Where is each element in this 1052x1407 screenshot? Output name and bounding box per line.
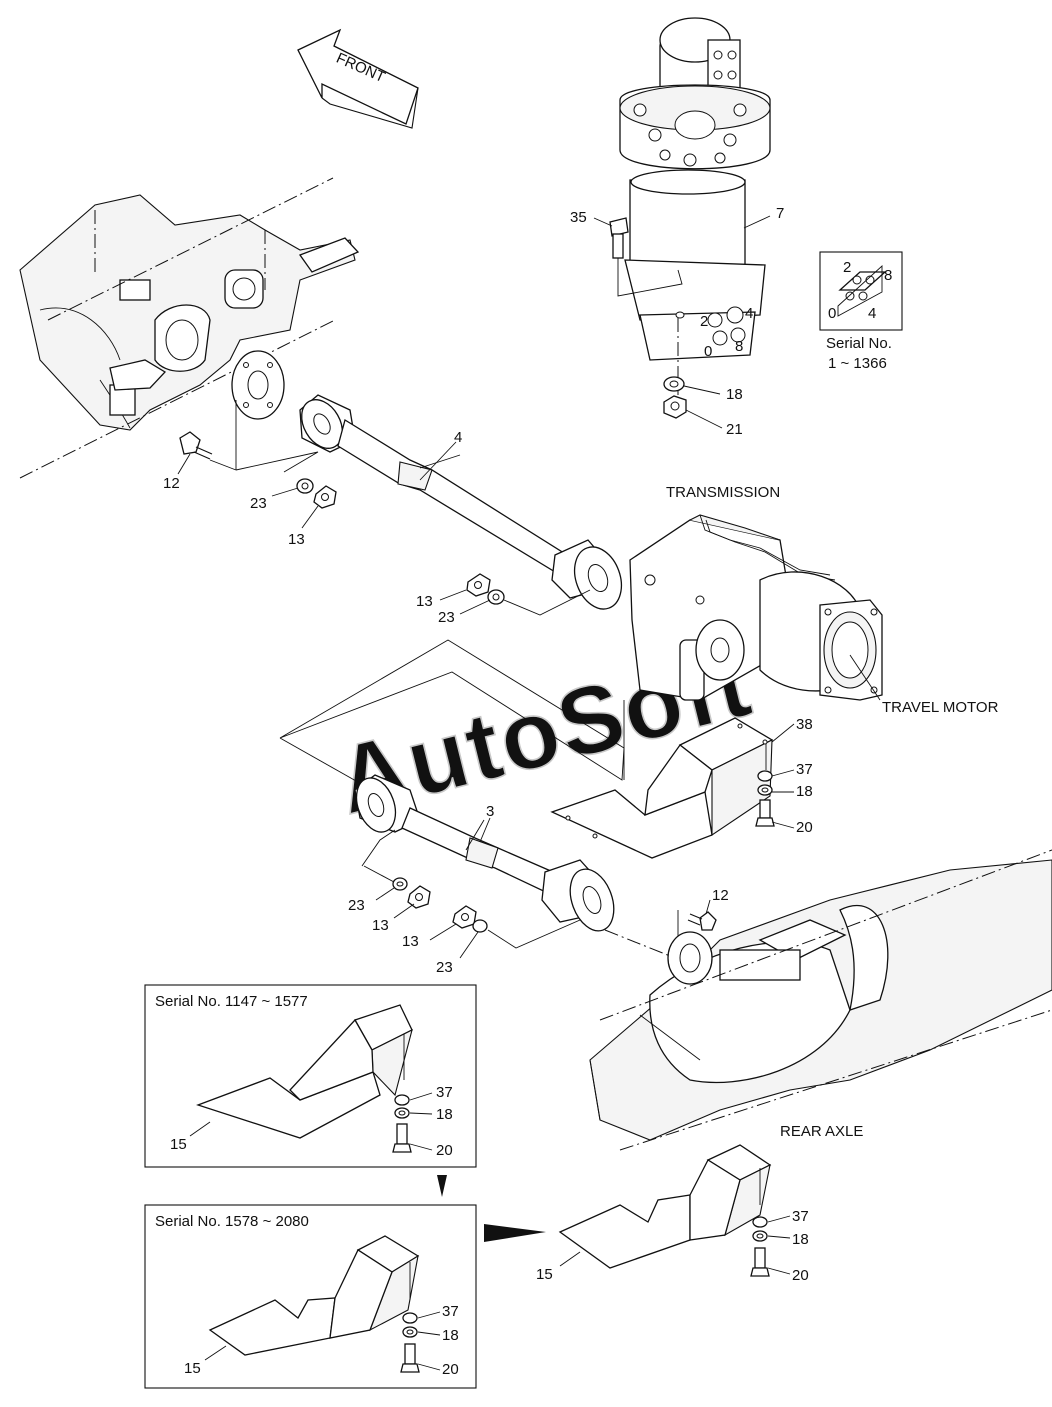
callout-23: 23 [438,609,455,626]
transmission-label: TRANSMISSION [666,484,780,501]
callout-13: 13 [288,531,305,548]
travel-motor-label: TRAVEL MOTOR [882,699,999,716]
callout-38: 38 [796,716,813,733]
serial-box-1: Serial No. 1147 ~ 1577 [144,984,477,1168]
callout-23: 23 [348,897,365,914]
callout-3: 3 [486,803,494,820]
front-axle [19,177,360,479]
port-mark: 8 [735,338,743,355]
callout-12: 12 [163,475,180,492]
inset-digit: 0 [828,305,836,322]
callout-18: 18 [442,1327,459,1344]
callout-18: 18 [726,386,743,403]
callout-37: 37 [796,761,813,778]
port-mark: 4 [745,305,753,322]
bolt-35 [609,217,683,297]
right-arrow-icon [484,1224,546,1242]
leader-lines [177,215,795,1371]
fasteners-shaft-3 [361,829,581,949]
callout-20: 20 [792,1267,809,1284]
down-arrow-icon [437,1175,447,1197]
callout-35: 35 [570,209,587,226]
callout-4: 4 [454,429,462,446]
box1-title: Serial No. 1147 ~ 1577 [155,993,308,1010]
motor-fasteners [663,376,687,419]
bolt-12-front [179,400,237,471]
callout-15: 15 [170,1136,187,1153]
serial-inset: 2 8 0 4 Serial No. 1 ~ 1366 [819,251,903,372]
travel-motor-housing [759,571,883,701]
driveshaft-3 [354,774,681,961]
callout-21: 21 [726,421,743,438]
cover-15-main [558,1144,772,1277]
callout-15: 15 [536,1266,553,1283]
port-mark: 0 [704,343,712,360]
callout-20: 20 [796,819,813,836]
inset-serial-range: 1 ~ 1366 [828,355,887,372]
transmission [629,514,836,701]
callout-12: 12 [712,887,729,904]
inset-digit: 4 [868,305,876,322]
rear-axle [589,849,1052,1151]
callout-15: 15 [184,1360,201,1377]
inset-digit: 2 [843,259,851,276]
callout-37: 37 [792,1208,809,1225]
callout-37: 37 [436,1084,453,1101]
callout-18: 18 [792,1231,809,1248]
callout-37: 37 [442,1303,459,1320]
box2-title: Serial No. 1578 ~ 2080 [155,1213,309,1230]
callout-23: 23 [250,495,267,512]
inset-digit: 8 [884,267,892,284]
port-mark: 2 [700,313,708,330]
callout-23: 23 [436,959,453,976]
fasteners-shaft-4 [235,451,591,616]
callout-13: 13 [372,917,389,934]
callout-18: 18 [796,783,813,800]
callout-13: 13 [416,593,433,610]
inset-serial-title: Serial No. [826,335,892,352]
travel-motor-7: 2 4 0 8 [619,17,771,395]
callout-20: 20 [442,1361,459,1378]
callout-20: 20 [436,1142,453,1159]
serial-box-2: Serial No. 1578 ~ 2080 [144,1204,477,1389]
front-arrow: FRONT [297,28,419,129]
assembly-lines [279,639,625,791]
callout-18: 18 [436,1106,453,1123]
callouts: 35 7 18 21 4 12 23 13 13 23 38 37 18 20 … [163,205,813,1378]
callout-13: 13 [402,933,419,950]
cover-38 [550,717,774,859]
rear-axle-label: REAR AXLE [780,1123,863,1140]
driveshaft-4 [299,394,623,610]
callout-7: 7 [776,205,784,222]
